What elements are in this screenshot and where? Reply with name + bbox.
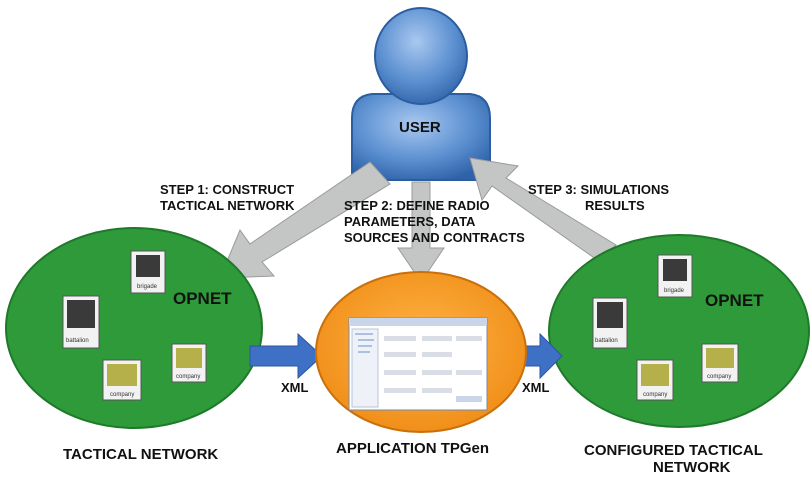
- left-brigade-label: brigade: [137, 284, 158, 290]
- right-network-caption-line1: CONFIGURED TACTICAL: [584, 442, 763, 459]
- user-head: [374, 7, 468, 105]
- right-battalion-node: battalion: [592, 297, 628, 349]
- application-tpgen: [315, 271, 527, 433]
- right-battalion-label: battalion: [595, 338, 618, 344]
- xml-right-label: XML: [522, 380, 550, 395]
- step3-label-line2: RESULTS: [585, 198, 645, 213]
- right-company-node-1: company: [701, 343, 739, 383]
- left-brigade-node: brigade: [130, 250, 166, 294]
- left-network-caption: TACTICAL NETWORK: [63, 446, 219, 463]
- right-company1-label: company: [707, 374, 731, 380]
- xml-left-label: XML: [281, 380, 309, 395]
- step1-label-line1: STEP 1: CONSTRUCT: [160, 182, 295, 197]
- xml-arrow-left: [249, 332, 323, 380]
- left-battalion-node: battalion: [62, 295, 100, 349]
- user-label: USER: [399, 119, 441, 136]
- step2-label-line3: SOURCES AND CONTRACTS: [344, 230, 525, 245]
- right-company-node-2: company: [636, 359, 674, 401]
- right-network-caption-line2: NETWORK: [653, 459, 731, 476]
- left-company-node-1: company: [171, 343, 207, 383]
- step3-arrow: [469, 157, 617, 263]
- user-figure: [351, 7, 491, 181]
- left-opnet-label: OPNET: [173, 289, 232, 308]
- left-company2-label: company: [110, 392, 134, 398]
- step1-arrow: [219, 161, 391, 279]
- left-company-node-2: company: [102, 359, 142, 401]
- right-network: brigade battalion company company: [548, 234, 810, 428]
- left-company1-label: company: [176, 374, 200, 380]
- right-network-ellipse: [548, 234, 810, 428]
- left-network: brigade battalion company company: [5, 227, 263, 429]
- step2-label-line2: PARAMETERS, DATA: [344, 214, 476, 229]
- step3-label-line1: STEP 3: SIMULATIONS: [528, 182, 670, 197]
- right-opnet-label: OPNET: [705, 291, 764, 310]
- step2-arrow: [397, 181, 445, 283]
- step1-label-line2: TACTICAL NETWORK: [160, 198, 295, 213]
- right-brigade-label: brigade: [664, 288, 685, 294]
- right-company2-label: company: [643, 392, 667, 398]
- step2-label-line1: STEP 2: DEFINE RADIO: [344, 198, 490, 213]
- left-battalion-label: battalion: [66, 338, 89, 344]
- app-caption: APPLICATION TPGen: [336, 440, 490, 457]
- app-screenshot: [348, 317, 488, 411]
- right-brigade-node: brigade: [657, 254, 693, 298]
